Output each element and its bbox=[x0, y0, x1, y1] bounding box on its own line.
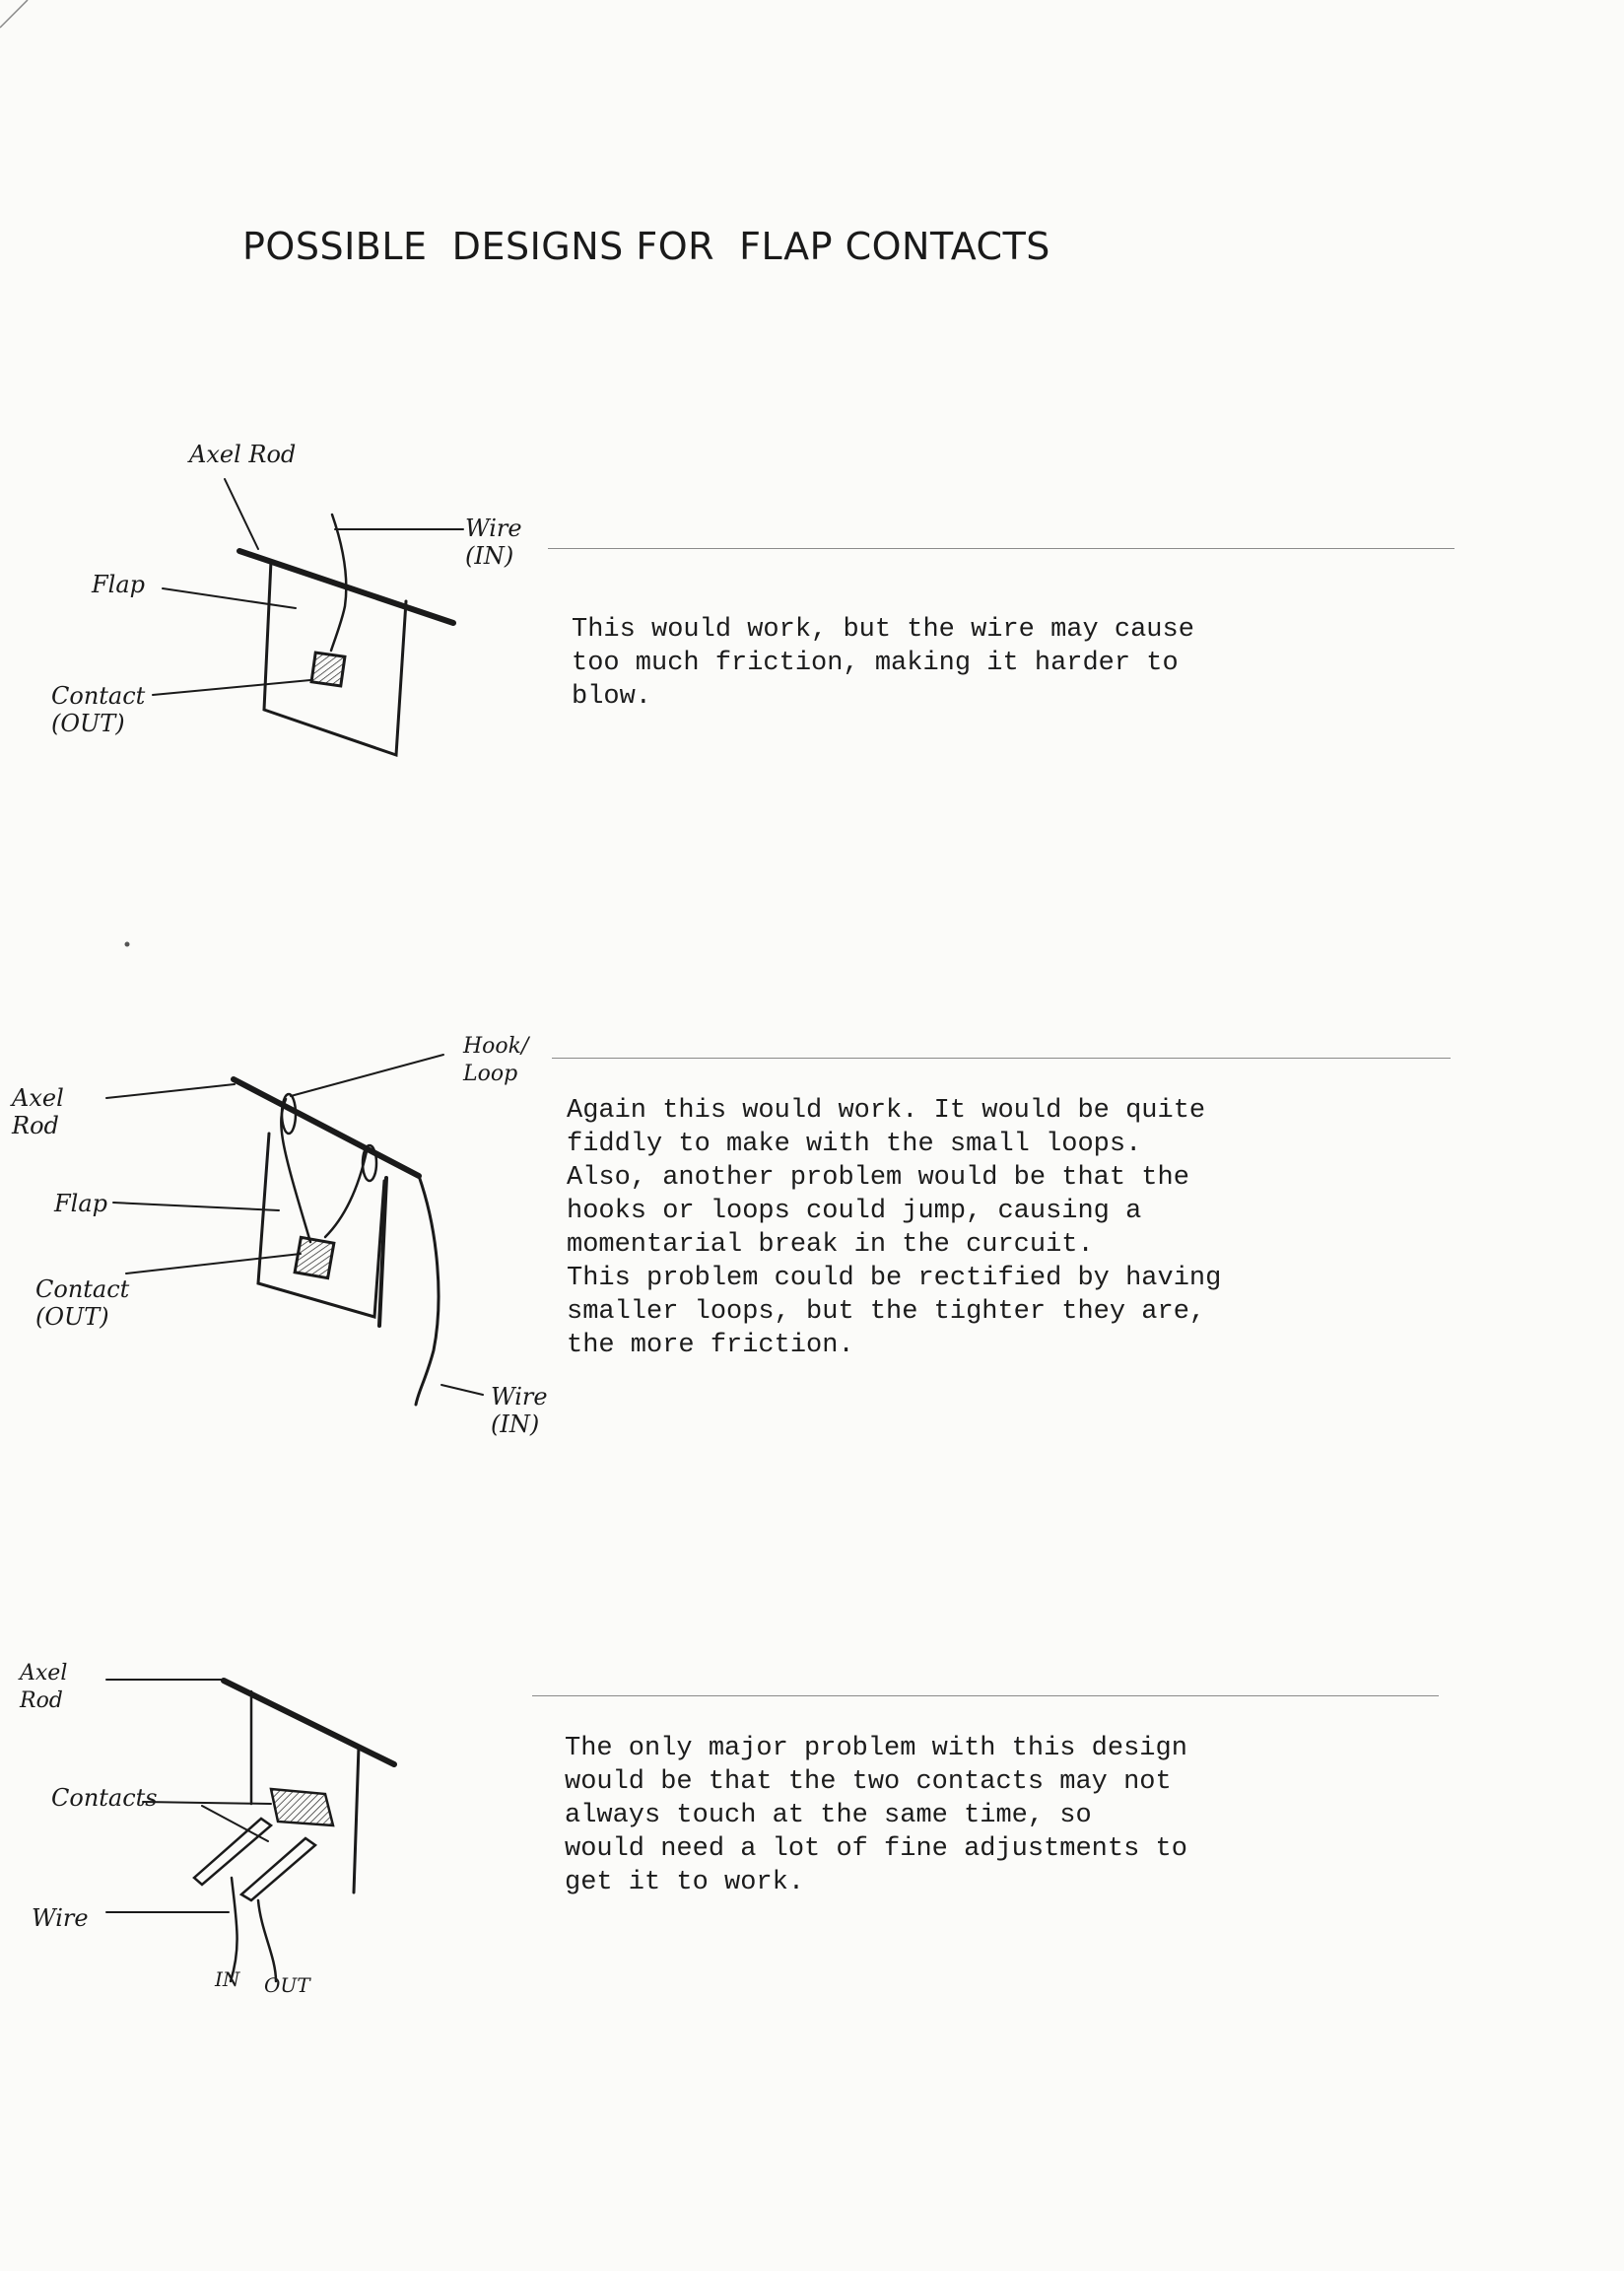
divider-rule-2 bbox=[552, 1058, 1451, 1059]
label-wire-3: Wire bbox=[32, 1904, 89, 1932]
axel-rod-3 bbox=[221, 1678, 397, 1767]
hook-loop-2a bbox=[280, 1092, 298, 1136]
label-axel-rod-3: Axel Rod bbox=[20, 1661, 68, 1713]
wire-in-3 bbox=[229, 1876, 238, 1983]
description-3: The only major problem with this design … bbox=[565, 1734, 1187, 1897]
flap-1 bbox=[262, 559, 408, 758]
design-2-sketch bbox=[105, 1054, 484, 1407]
divider-rule-1 bbox=[548, 548, 1455, 549]
flap-2 bbox=[256, 1132, 386, 1319]
loop-right-2 bbox=[323, 1149, 369, 1239]
design-1-sketch bbox=[152, 478, 464, 758]
hook-loop-2b bbox=[361, 1143, 378, 1183]
wire-rod-3a bbox=[192, 1817, 274, 1887]
page-title: POSSIBLE DESIGNS FOR FLAP CONTACTS bbox=[242, 225, 1050, 268]
label-out-3: OUT bbox=[264, 1973, 310, 1997]
contacts-block-3 bbox=[269, 1787, 335, 1827]
divider-rule-3 bbox=[532, 1695, 1439, 1696]
label-wire-in-2: Wire (IN) bbox=[491, 1383, 548, 1438]
label-contact-out-2: Contact (OUT) bbox=[35, 1275, 130, 1331]
label-flap-1: Flap bbox=[92, 571, 145, 598]
axel-rod-2 bbox=[231, 1076, 422, 1179]
label-in-3: IN bbox=[215, 1967, 240, 1991]
label-contacts-3: Contacts bbox=[51, 1784, 158, 1812]
label-flap-2: Flap bbox=[54, 1190, 107, 1217]
wire-rod-3b bbox=[238, 1836, 318, 1902]
label-contact-out-1: Contact (OUT) bbox=[51, 682, 146, 737]
wire-in-1 bbox=[329, 513, 348, 653]
contact-out-2 bbox=[293, 1235, 336, 1280]
description-1: This would work, but the wire may cause … bbox=[572, 615, 1194, 712]
label-wire-in-1: Wire (IN) bbox=[465, 515, 522, 570]
label-axel-rod-2: Axel Rod bbox=[12, 1084, 64, 1139]
contact-out-1 bbox=[309, 651, 347, 688]
label-axel-rod-1: Axel Rod bbox=[189, 441, 297, 468]
design-3-sketch bbox=[105, 1678, 397, 1983]
description-2: Again this would work. It would be quite… bbox=[567, 1096, 1222, 1360]
label-hook-loop-2: Hook/ Loop bbox=[463, 1034, 529, 1086]
wire-in-2 bbox=[414, 1174, 440, 1407]
wire-out-3 bbox=[256, 1898, 278, 1983]
